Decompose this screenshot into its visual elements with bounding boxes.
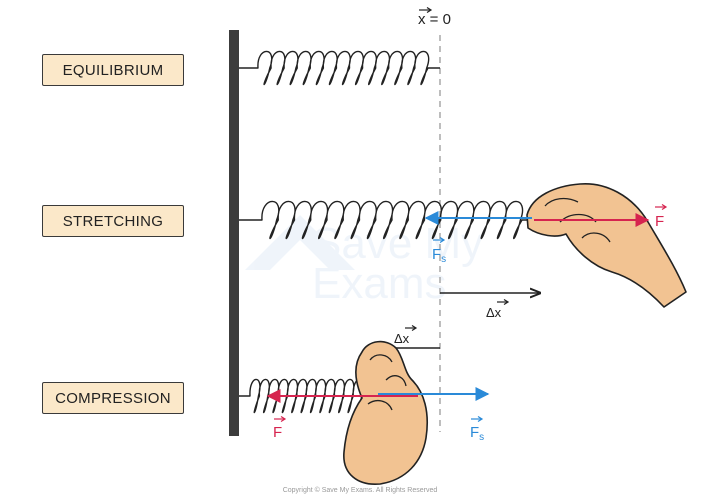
- stretching-label: STRETCHING: [42, 205, 184, 237]
- origin-label: x = 0: [418, 6, 451, 28]
- compression-spring-force-text: Fs: [470, 424, 484, 443]
- watermark-line2: Exams: [312, 259, 446, 308]
- equilibrium-label-text: EQUILIBRIUM: [62, 61, 164, 79]
- watermark-logo: [245, 215, 355, 270]
- equilibrium-label: EQUILIBRIUM: [42, 54, 184, 86]
- stretching-hand: [526, 183, 687, 308]
- compression-hand: [343, 340, 429, 485]
- copyright-notice: Copyright © Save My Exams. All Rights Re…: [282, 487, 438, 494]
- wall: [229, 30, 239, 436]
- equilibrium-spring: [239, 50, 440, 86]
- stretching-displacement-text: Δx: [486, 305, 502, 320]
- compression-force-label: F: [273, 415, 287, 441]
- compression-label-text: COMPRESSION: [55, 389, 171, 407]
- stretching-force-label: F: [655, 203, 668, 230]
- stretching-force-text: F: [655, 213, 664, 230]
- compression-displacement-label: Δx: [394, 324, 418, 346]
- compression-label: COMPRESSION: [42, 382, 184, 414]
- stretching-spring-force-label: Fs: [432, 236, 446, 265]
- stretching-label-text: STRETCHING: [62, 212, 164, 230]
- compression-displacement-text: Δx: [394, 331, 410, 346]
- stretching-spring-force-text: Fs: [432, 246, 446, 265]
- watermark: Save My Exams: [245, 215, 483, 308]
- compression-spring-force-label: Fs: [470, 415, 484, 443]
- stretching-displacement-label: Δx: [486, 298, 510, 320]
- stretching-spring: [239, 201, 530, 240]
- origin-text: x = 0: [418, 11, 451, 28]
- compression-force-text: F: [273, 424, 282, 441]
